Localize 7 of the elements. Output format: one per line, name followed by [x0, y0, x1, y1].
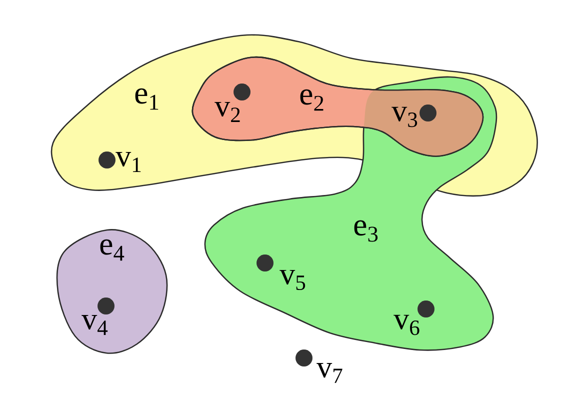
vertex-label: v$_{5}$ — [280, 270, 306, 290]
vertex-label: v$_{7}$ — [316, 363, 342, 383]
vertex-label: v$_{4}$ — [82, 315, 108, 335]
vertex-label: v$_{2}$ — [214, 102, 240, 122]
vertex-label: v$_{1}$ — [116, 152, 141, 172]
vertex-label: v$_{6}$ — [394, 314, 420, 336]
vertex-label: v$_{3}$ — [392, 106, 418, 128]
